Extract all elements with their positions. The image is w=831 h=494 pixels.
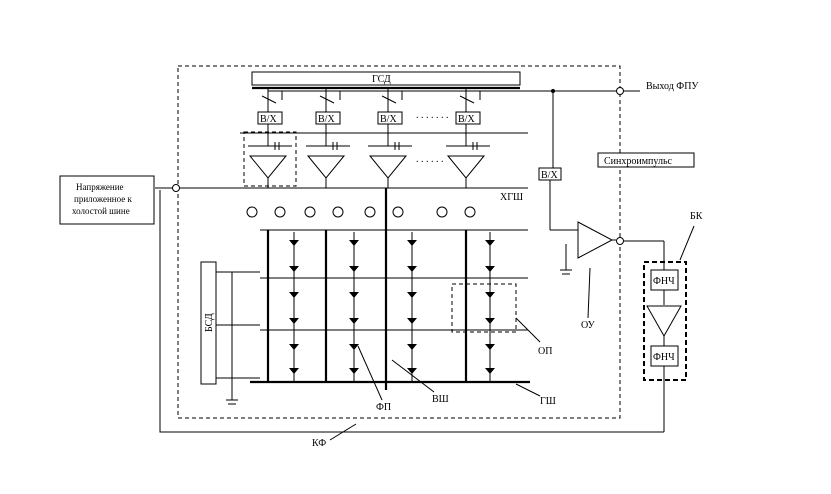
column-4: В/Х	[446, 88, 490, 188]
vx-label-5: В/Х	[541, 170, 558, 181]
bias-voltage-box	[59, 175, 155, 225]
fp-label: ФП	[376, 402, 391, 413]
vx-box-1	[257, 111, 283, 125]
bias-node	[172, 184, 180, 192]
opamp-bk	[646, 305, 682, 338]
column-1: В/Х	[243, 88, 297, 188]
sample-hold-dashed-box	[243, 131, 297, 187]
ellipsis-1: . . . . . . .	[416, 110, 449, 121]
bk-dashed-box	[643, 261, 687, 381]
gsd-label: ГСД	[372, 74, 391, 85]
op-dashed-box	[451, 283, 517, 333]
bk-label: БК	[690, 211, 703, 222]
op-label: ОП	[538, 346, 552, 357]
column-2: В/Х	[306, 88, 350, 188]
vx-label-1: В/Х	[260, 114, 277, 125]
kf-feedback-line	[159, 190, 664, 433]
diode-matrix	[289, 240, 495, 374]
kf-label: КФ	[312, 438, 326, 449]
vx-label-4: В/Х	[458, 114, 475, 125]
bias-voltage-label: Напряжение приложенное к холостой шине	[72, 182, 134, 216]
photodiode-row	[246, 206, 476, 218]
hgsh-label: ХГШ	[500, 192, 523, 203]
sync-pulse-label: Синхроимпульс	[604, 156, 673, 167]
fpu-boundary	[177, 65, 621, 419]
fnch-top-label: ФНЧ	[653, 276, 675, 287]
opamp-ou	[577, 221, 614, 259]
ellipsis-2: . . . . . .	[416, 154, 444, 165]
fpu-output-label: Выход ФПУ	[646, 81, 699, 92]
vx-box-3	[377, 111, 403, 125]
bsd-label: БСД	[204, 313, 215, 332]
output-node	[616, 87, 624, 95]
gsh-label: ГШ	[540, 396, 556, 407]
vx-label-2: В/Х	[318, 114, 335, 125]
vx-box-4	[455, 111, 481, 125]
fnch-bottom-label: ФНЧ	[653, 352, 675, 363]
ou-output-node	[616, 237, 624, 245]
gsd-block	[251, 71, 521, 86]
vsh-label: ВШ	[432, 394, 449, 405]
bsd-block	[200, 261, 217, 385]
vx-label-3: В/Х	[380, 114, 397, 125]
sync-pulse-box	[597, 152, 695, 168]
column-3: В/Х	[368, 88, 412, 188]
ou-label: ОУ	[581, 320, 596, 331]
vx-box-2	[315, 111, 341, 125]
